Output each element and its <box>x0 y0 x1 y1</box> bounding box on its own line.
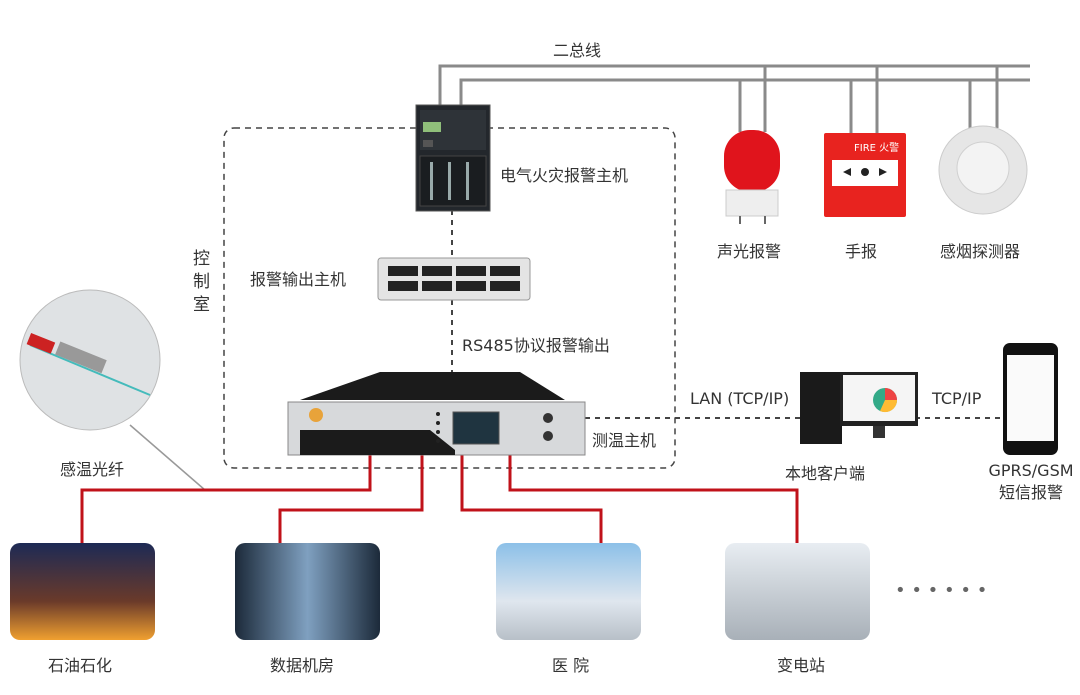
fiber-label: 感温光纤 <box>60 460 125 479</box>
site-image-substation <box>725 543 870 640</box>
site-label-hospital: 医 院 <box>552 656 590 675</box>
dashed-links <box>451 210 1004 419</box>
site-image-hospital <box>496 543 641 640</box>
lan-label: LAN (TCP/IP) <box>690 389 790 408</box>
site-image-data-center <box>235 543 380 640</box>
alarm-output-label: 报警输出主机 <box>250 270 347 289</box>
control-room-char: 控 <box>193 249 210 269</box>
site-label-substation: 变电站 <box>777 656 826 675</box>
temp-host-label: 测温主机 <box>592 431 657 450</box>
fiber-pointer-line <box>129 424 206 491</box>
more-sites-ellipsis: • • • • • • <box>895 580 988 601</box>
device-label-manual: 手报 <box>845 242 878 261</box>
temperature-host <box>287 372 586 456</box>
phone-icon <box>1003 343 1058 455</box>
control-room-char: 室 <box>193 295 210 315</box>
smoke-detector-icon <box>938 125 1028 215</box>
control-room-char: 制 <box>193 272 210 292</box>
site-image-petrochemical <box>10 543 155 640</box>
control-room-label: 控 制 室 <box>193 248 213 317</box>
bus-label: 二总线 <box>553 41 602 60</box>
fire-panel-label: 电气火灾报警主机 <box>500 166 629 185</box>
fire-alarm-panel <box>415 104 491 212</box>
gsm-label-line: GPRS/GSM <box>988 461 1074 480</box>
alarm-output-host <box>377 257 531 301</box>
computer-icon <box>800 372 918 444</box>
client-label: 本地客户端 <box>785 464 866 483</box>
siren-icon <box>724 130 780 224</box>
manual-call-point-brand: FIRE 火警 <box>854 143 900 154</box>
control-room-boundary <box>223 127 676 469</box>
two-wire-bus <box>438 64 1030 134</box>
site-label-petrochemical: 石油石化 <box>48 656 113 675</box>
gsm-label: GPRS/GSM 短信报警 <box>985 460 1077 504</box>
device-label-siren: 声光报警 <box>717 242 782 261</box>
fiber-closeup-icon <box>19 289 161 431</box>
manual-call-point-icon <box>824 133 906 217</box>
rs485-label: RS485协议报警输出 <box>462 336 610 355</box>
gsm-label-line: 短信报警 <box>998 483 1063 502</box>
tcpip-label: TCP/IP <box>932 389 982 408</box>
site-label-data-center: 数据机房 <box>270 656 335 675</box>
device-label-smoke: 感烟探测器 <box>940 242 1021 261</box>
fiber-runs <box>80 455 799 545</box>
